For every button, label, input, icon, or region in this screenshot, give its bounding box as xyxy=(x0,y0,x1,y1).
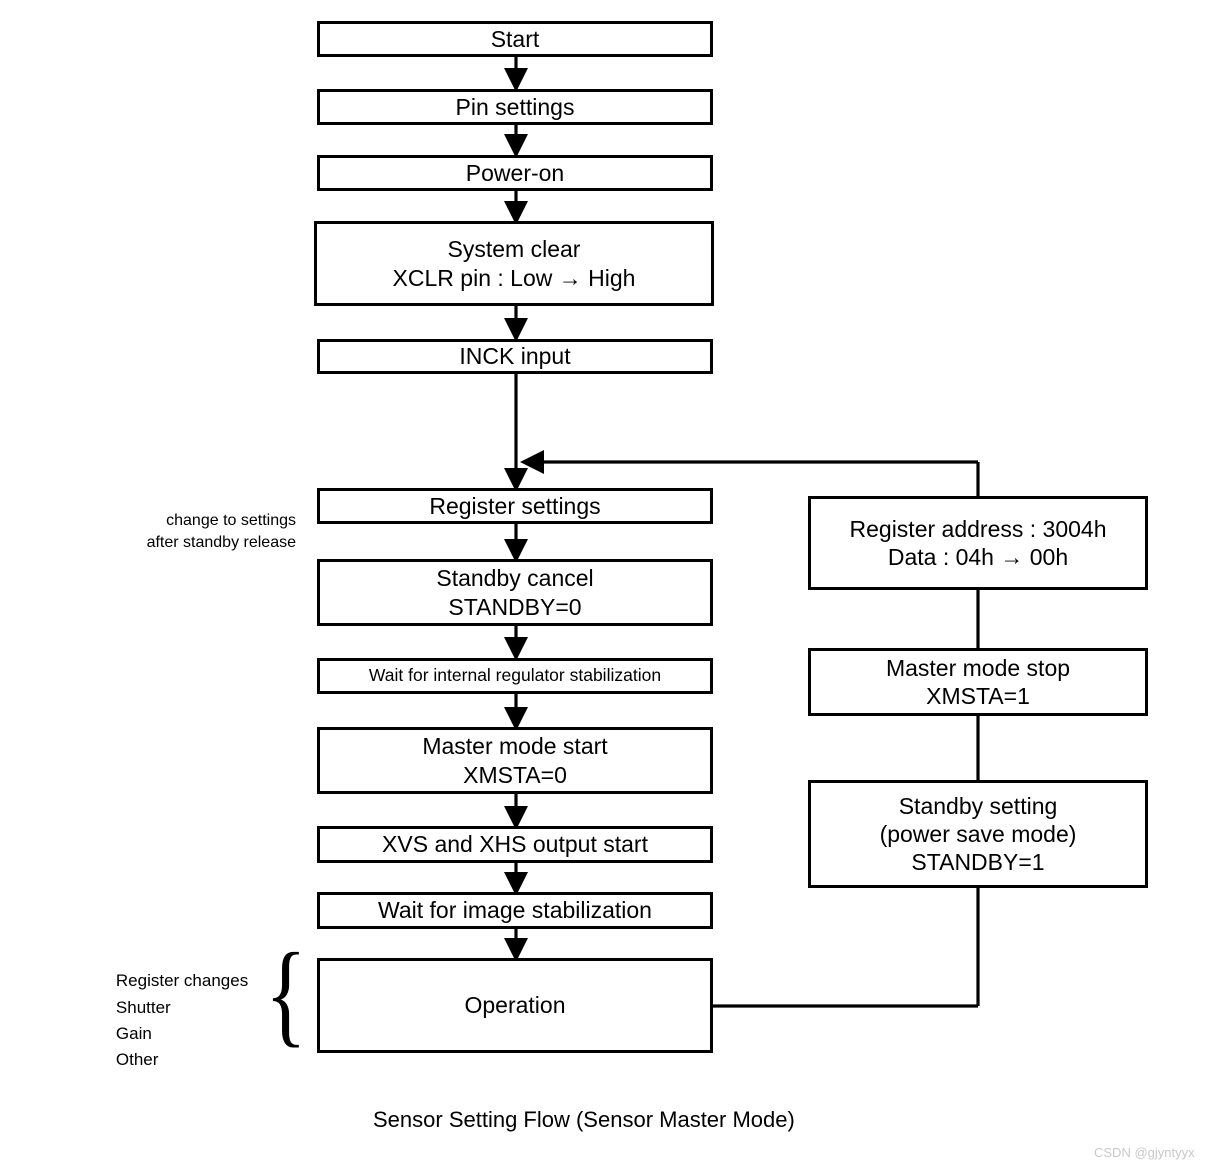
node-wait-regulator-label: Wait for internal regulator stabilizatio… xyxy=(368,665,662,686)
node-master-mode-start: Master mode start XMSTA=0 xyxy=(317,727,713,794)
node-standby-setting-line3: STANDBY=1 xyxy=(911,849,1045,876)
node-standby-cancel: Standby cancel STANDBY=0 xyxy=(317,559,713,626)
node-start-label: Start xyxy=(490,25,540,52)
node-wait-regulator: Wait for internal regulator stabilizatio… xyxy=(317,658,713,694)
node-wait-image: Wait for image stabilization xyxy=(317,892,713,929)
annotation-operation-item-1: Shutter xyxy=(115,997,171,1017)
node-start: Start xyxy=(317,21,713,57)
node-master-mode-stop: Master mode stop XMSTA=1 xyxy=(808,648,1148,716)
node-operation: Operation xyxy=(317,958,713,1053)
node-system-clear-line2: XCLR pin : Low → High xyxy=(392,264,636,291)
node-standby-setting: Standby setting (power save mode) STANDB… xyxy=(808,780,1148,888)
csdn-watermark: CSDN @gjyntyyx xyxy=(1094,1145,1195,1160)
node-register-settings-label: Register settings xyxy=(429,492,601,519)
node-standby-setting-line1: Standby setting xyxy=(898,792,1058,819)
node-inck-input: INCK input xyxy=(317,339,713,374)
annotation-standby-release-line2: after standby release xyxy=(146,534,296,552)
annotation-operation-items: Register changes Shutter Gain Other xyxy=(97,942,277,1100)
node-standby-setting-line2: (power save mode) xyxy=(879,820,1077,847)
curly-brace-icon: { xyxy=(265,930,307,1058)
node-register-address-line2: Data : 04h → 00h xyxy=(887,544,1069,570)
node-xvs-xhs-output: XVS and XHS output start xyxy=(317,826,713,863)
node-master-mode-stop-line2: XMSTA=1 xyxy=(926,683,1030,709)
node-pin-settings-label: Pin settings xyxy=(455,93,575,120)
node-master-mode-start-line1: Master mode start xyxy=(422,733,608,760)
node-register-address-line1: Register address : 3004h xyxy=(849,515,1107,542)
node-master-mode-stop-line1: Master mode stop xyxy=(885,654,1071,681)
node-wait-image-label: Wait for image stabilization xyxy=(378,897,652,924)
node-system-clear-line1: System clear xyxy=(447,236,581,263)
node-standby-cancel-line1: Standby cancel xyxy=(436,565,594,592)
annotation-standby-release-line1: change to settings xyxy=(166,511,296,529)
annotation-standby-release: change to settings after standby release xyxy=(96,487,296,578)
node-xvs-xhs-output-label: XVS and XHS output start xyxy=(382,831,648,858)
node-power-on-label: Power-on xyxy=(465,159,565,186)
node-power-on: Power-on xyxy=(317,155,713,191)
node-register-address: Register address : 3004h Data : 04h → 00… xyxy=(808,496,1148,590)
node-system-clear: System clear XCLR pin : Low → High xyxy=(314,221,714,306)
node-register-settings: Register settings xyxy=(317,488,713,524)
node-pin-settings: Pin settings xyxy=(317,89,713,125)
node-operation-label: Operation xyxy=(464,992,566,1019)
annotation-operation-item-2: Gain xyxy=(115,1024,152,1044)
node-master-mode-start-line2: XMSTA=0 xyxy=(463,761,567,788)
annotation-operation-item-3: Other xyxy=(115,1050,159,1070)
diagram-caption: Sensor Setting Flow (Sensor Master Mode) xyxy=(373,1107,795,1132)
node-standby-cancel-line2: STANDBY=0 xyxy=(448,593,582,620)
annotation-operation-item-0: Register changes xyxy=(115,971,249,991)
node-inck-input-label: INCK input xyxy=(459,343,571,370)
